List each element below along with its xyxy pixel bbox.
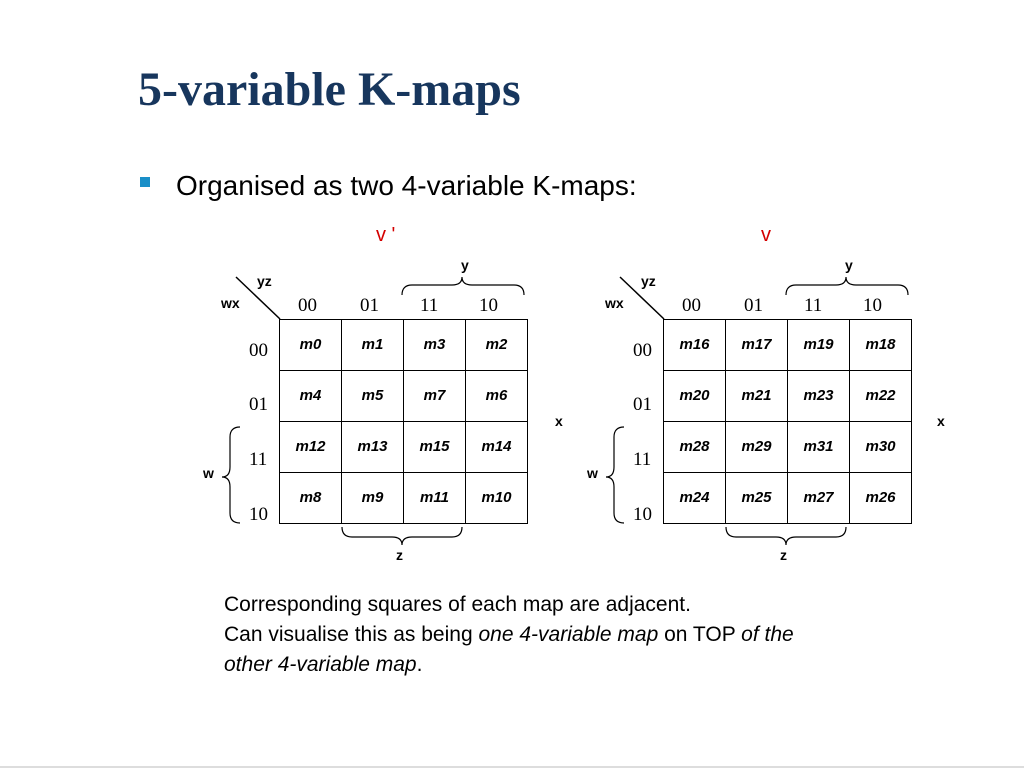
kmap-grid: m16 m17 m19 m18 m20 m21 m23 m22 m28 m29 … <box>663 319 912 524</box>
kmap-cell: m2 <box>465 319 528 371</box>
kmap-cell: m28 <box>663 421 726 473</box>
col-header: 01 <box>744 295 763 316</box>
col-header: 01 <box>360 295 379 316</box>
row-header: 10 <box>633 504 652 525</box>
kmap-cell: m17 <box>725 319 788 371</box>
group-label-z: z <box>396 547 403 563</box>
col-header: 10 <box>479 295 498 316</box>
corner-label-wx: wx <box>605 295 624 311</box>
kmap-cell: m24 <box>663 472 726 524</box>
kmap-cell: m1 <box>341 319 404 371</box>
kmap-cell: m0 <box>279 319 342 371</box>
kmap-cell: m15 <box>403 421 466 473</box>
group-label-w: w <box>203 465 214 481</box>
kmap-grid: m0 m1 m3 m2 m4 m5 m7 m6 m12 m13 m15 m14 … <box>279 319 528 524</box>
bullet-text: Organised as two 4-variable K-maps: <box>176 170 637 201</box>
kmap-cell: m27 <box>787 472 850 524</box>
col-header: 11 <box>420 295 439 316</box>
note-text: . <box>416 653 423 676</box>
kmap-cell: m11 <box>403 472 466 524</box>
kmap-cell: m25 <box>725 472 788 524</box>
kmap-cell: m20 <box>663 370 726 422</box>
kmap-cell: m30 <box>849 421 912 473</box>
footer-divider <box>0 766 1024 768</box>
kmap-cell: m31 <box>787 421 850 473</box>
col-header: 11 <box>804 295 823 316</box>
corner-label-yz: yz <box>641 273 656 289</box>
kmap-cell: m14 <box>465 421 528 473</box>
kmap-cell: m8 <box>279 472 342 524</box>
kmap-cell: m22 <box>849 370 912 422</box>
group-label-y: y <box>461 257 469 273</box>
bullet-item: Organised as two 4-variable K-maps: <box>140 172 637 200</box>
kmap-cell: m26 <box>849 472 912 524</box>
group-label-y: y <box>845 257 853 273</box>
kmap-decorations <box>605 276 909 546</box>
row-header: 11 <box>633 449 652 470</box>
bullet-square-icon <box>140 177 150 187</box>
corner-label-yz: yz <box>257 273 272 289</box>
row-header: 10 <box>249 504 268 525</box>
note-text: on TOP <box>658 623 742 646</box>
kmap-v: yz wx y x w z 00 01 11 10 00 01 11 10 m1… <box>584 255 945 585</box>
row-header: 01 <box>249 394 268 415</box>
map-label-v: v <box>761 224 771 246</box>
note-text: Can visualise this as being <box>224 623 479 646</box>
slide-title: 5-variable K-maps <box>138 63 521 116</box>
kmap-cell: m23 <box>787 370 850 422</box>
kmap-v-prime: yz wx y x w z 00 01 11 10 00 01 11 10 m0… <box>200 255 563 585</box>
col-header: 00 <box>682 295 701 316</box>
col-header: 00 <box>298 295 317 316</box>
kmap-cell: m16 <box>663 319 726 371</box>
note-line-2: Can visualise this as being one 4-variab… <box>224 620 944 650</box>
group-label-w: w <box>587 465 598 481</box>
kmap-cell: m3 <box>403 319 466 371</box>
note-line-3: other 4-variable map. <box>224 650 944 680</box>
corner-label-wx: wx <box>221 295 240 311</box>
map-label-v-prime: v ' <box>376 224 396 246</box>
row-header: 01 <box>633 394 652 415</box>
group-label-z: z <box>780 547 787 563</box>
kmap-cell: m4 <box>279 370 342 422</box>
kmap-cell: m19 <box>787 319 850 371</box>
kmap-cell: m9 <box>341 472 404 524</box>
group-label-x: x <box>555 413 563 429</box>
kmap-cell: m12 <box>279 421 342 473</box>
kmap-cell: m10 <box>465 472 528 524</box>
row-header: 00 <box>249 340 268 361</box>
explanation-text: Corresponding squares of each map are ad… <box>224 590 944 680</box>
note-emphasis: one 4-variable map <box>478 623 659 646</box>
note-emphasis: of the <box>741 623 794 646</box>
col-header: 10 <box>863 295 882 316</box>
kmap-cell: m21 <box>725 370 788 422</box>
row-header: 11 <box>249 449 268 470</box>
kmap-decorations <box>221 276 525 546</box>
kmap-cell: m6 <box>465 370 528 422</box>
kmap-cell: m18 <box>849 319 912 371</box>
kmap-cell: m5 <box>341 370 404 422</box>
group-label-x: x <box>937 413 945 429</box>
kmap-cell: m7 <box>403 370 466 422</box>
note-emphasis: other 4-variable map <box>224 653 417 676</box>
kmap-cell: m13 <box>341 421 404 473</box>
kmap-cell: m29 <box>725 421 788 473</box>
note-line-1: Corresponding squares of each map are ad… <box>224 593 691 616</box>
row-header: 00 <box>633 340 652 361</box>
